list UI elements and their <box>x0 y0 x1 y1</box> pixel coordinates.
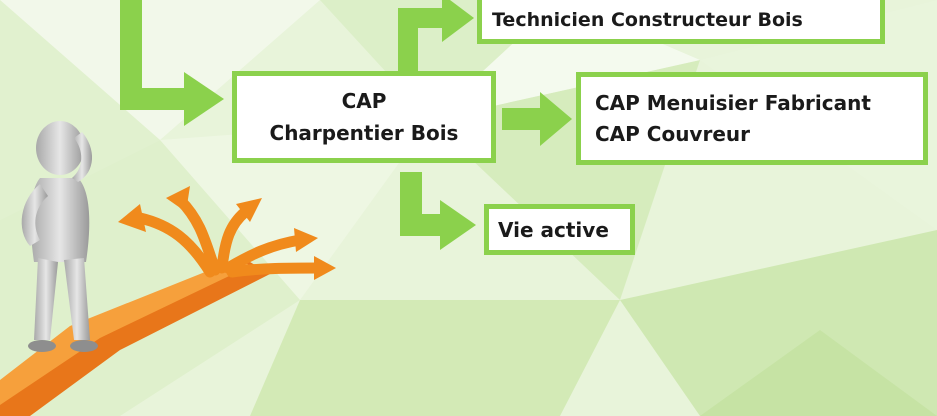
box-other-cap: CAP Menuisier Fabricant CAP Couvreur <box>576 72 928 165</box>
arrow-to-other-cap <box>502 108 546 130</box>
box-technicien-constructeur-bois: Technicien Constructeur Bois <box>477 0 885 44</box>
cap-label-line1: CAP <box>341 89 387 113</box>
cap-label-line2: Charpentier Bois <box>269 121 459 145</box>
couvreur-label: CAP Couvreur <box>595 121 750 146</box>
box-vie-active: Vie active <box>484 204 635 255</box>
arrow-into-cap <box>120 0 142 108</box>
menuisier-label: CAP Menuisier Fabricant <box>595 90 871 115</box>
technicien-label: Technicien Constructeur Bois <box>492 9 803 31</box>
box-cap-charpentier-bois: CAP Charpentier Bois <box>232 71 496 163</box>
vie-active-label: Vie active <box>498 217 609 242</box>
